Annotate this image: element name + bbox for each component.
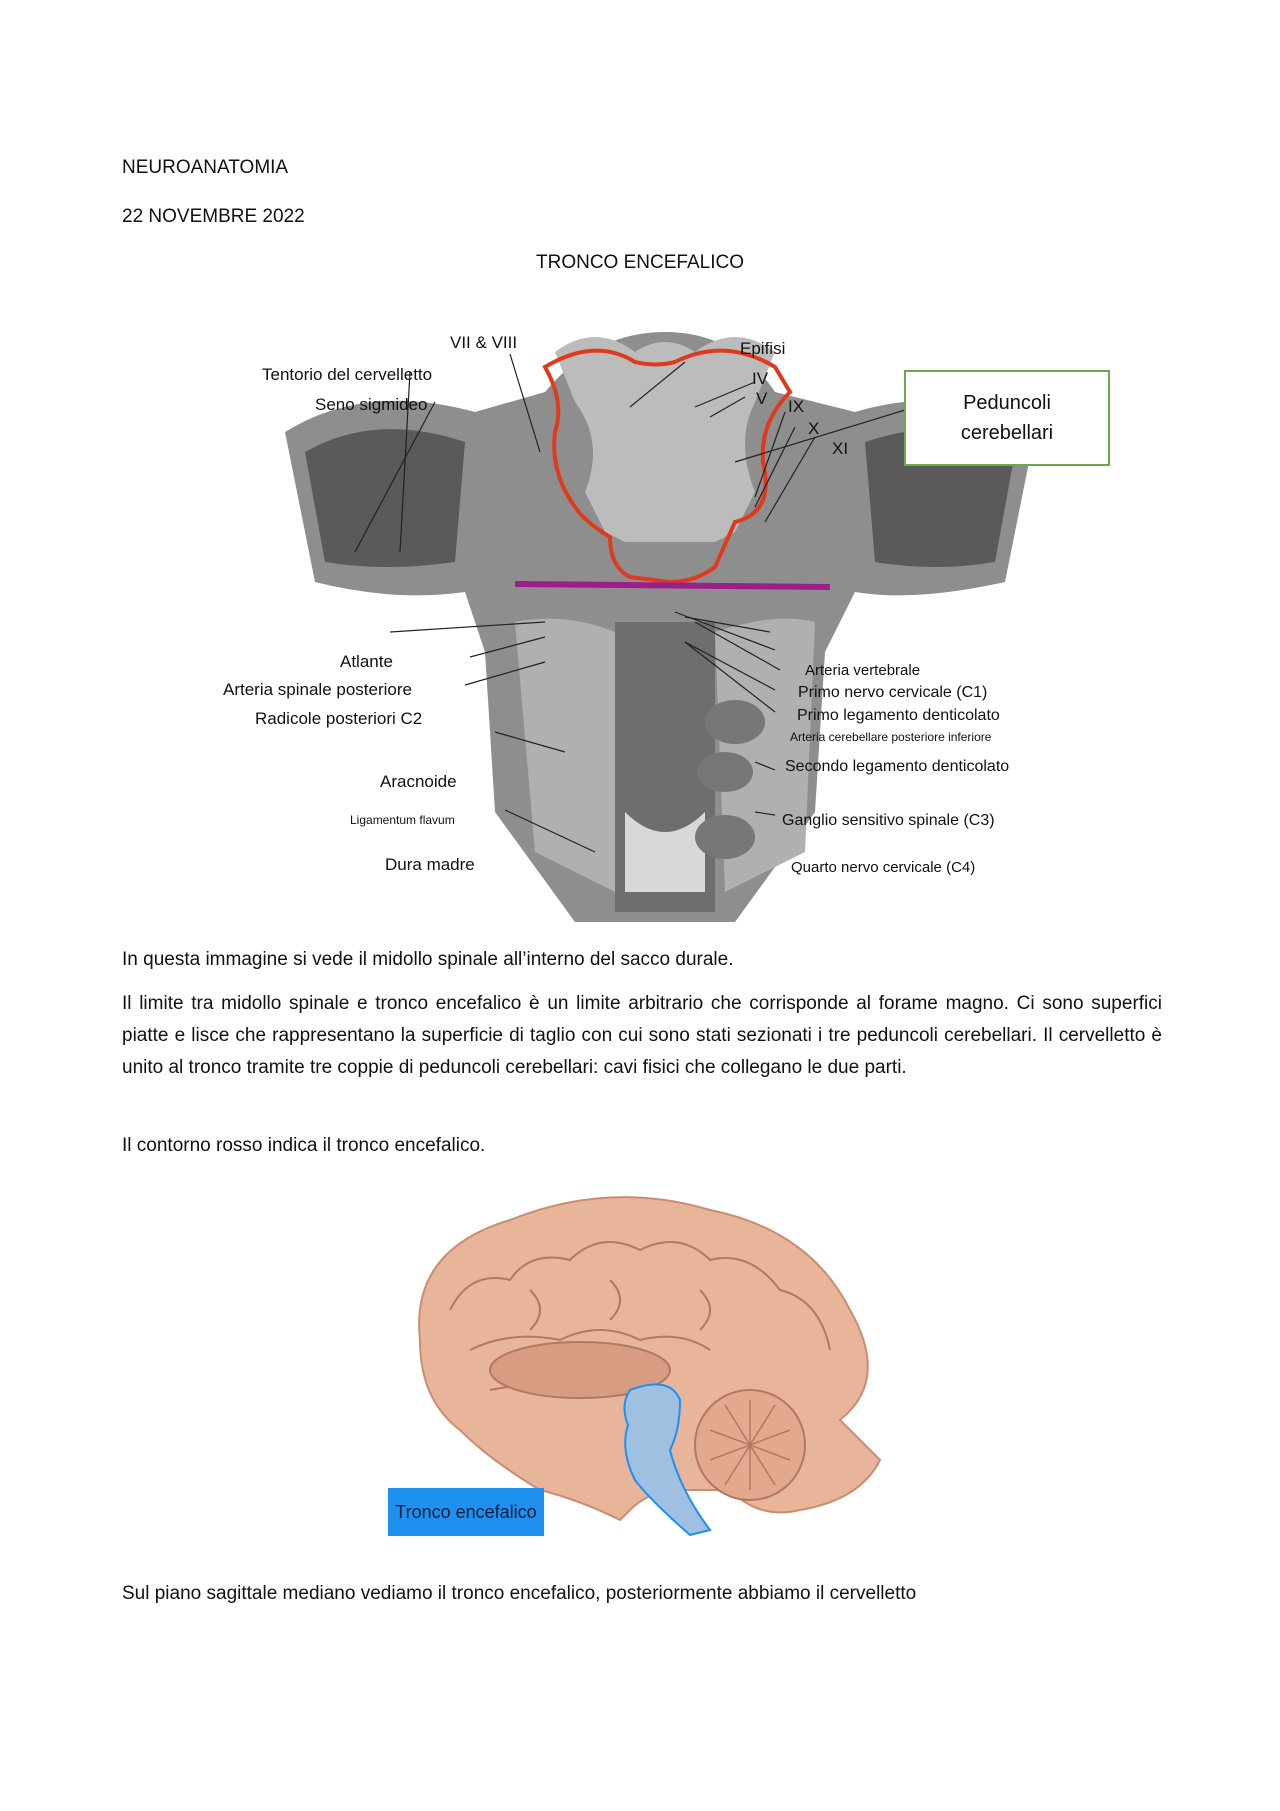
label-arteria-vertebrale: Arteria vertebrale — [805, 662, 920, 679]
paragraph-3: Il contorno rosso indica il tronco encef… — [122, 1135, 486, 1156]
paragraph-4: Sul piano sagittale mediano vediamo il t… — [122, 1583, 917, 1604]
brainstem-dorsal-illustration: VII & VIII Tentorio del cervelletto Seno… — [223, 332, 1035, 922]
label-atlante: Atlante — [340, 652, 393, 671]
paragraph-2: Il limite tra midollo spinale e tronco e… — [122, 993, 1162, 1078]
label-primo-nervo-c1: Primo nervo cervicale (C1) — [798, 684, 987, 701]
label-ix: IX — [788, 397, 804, 416]
label-primo-legamento: Primo legamento denticolato — [797, 707, 1000, 724]
label-x: X — [808, 419, 819, 438]
tronco-encefalico-label: Tronco encefalico — [388, 1488, 544, 1536]
label-v: V — [756, 389, 768, 408]
sagittal-brain-illustration — [418, 1196, 882, 1537]
label-radicole-c2: Radicole posteriori C2 — [255, 709, 422, 728]
label-tentorio: Tentorio del cervelletto — [262, 365, 432, 384]
brainstem-outline — [542, 348, 793, 585]
label-ganglio-c3: Ganglio sensitivo spinale (C3) — [782, 812, 995, 829]
label-secondo-legamento: Secondo legamento denticolato — [785, 758, 1009, 775]
callout-text: Peduncoli cerebellari — [960, 392, 1054, 444]
label-seno-sigmideo: Seno sigmideo — [315, 395, 427, 414]
label-ligamentum-flavum: Ligamentum flavum — [350, 813, 455, 827]
label-arteria-spinale: Arteria spinale posteriore — [223, 680, 412, 699]
section-title: TRONCO ENCEFALICO — [536, 252, 744, 273]
callout-peduncoli: Peduncoli cerebellari — [904, 370, 1110, 466]
label-epifisi: Epifisi — [740, 339, 785, 358]
label-vii-viii: VII & VIII — [450, 333, 517, 352]
label-dura-madre: Dura madre — [385, 855, 475, 874]
label-iv: IV — [752, 369, 769, 388]
foramen-magnum-line — [514, 581, 831, 590]
label-xi: XI — [832, 439, 848, 458]
brainstem-highlight — [623, 1383, 712, 1537]
subject-heading: NEUROANATOMIA — [122, 157, 289, 178]
label-arteria-cerebellare: Arteria cerebellare posteriore inferiore — [790, 730, 992, 744]
paragraph-1: In questa immagine si vede il midollo sp… — [122, 949, 734, 970]
label-aracnoide: Aracnoide — [380, 772, 457, 791]
date-heading: 22 NOVEMBRE 2022 — [122, 206, 305, 227]
label-quarto-nervo-c4: Quarto nervo cervicale (C4) — [791, 859, 975, 876]
